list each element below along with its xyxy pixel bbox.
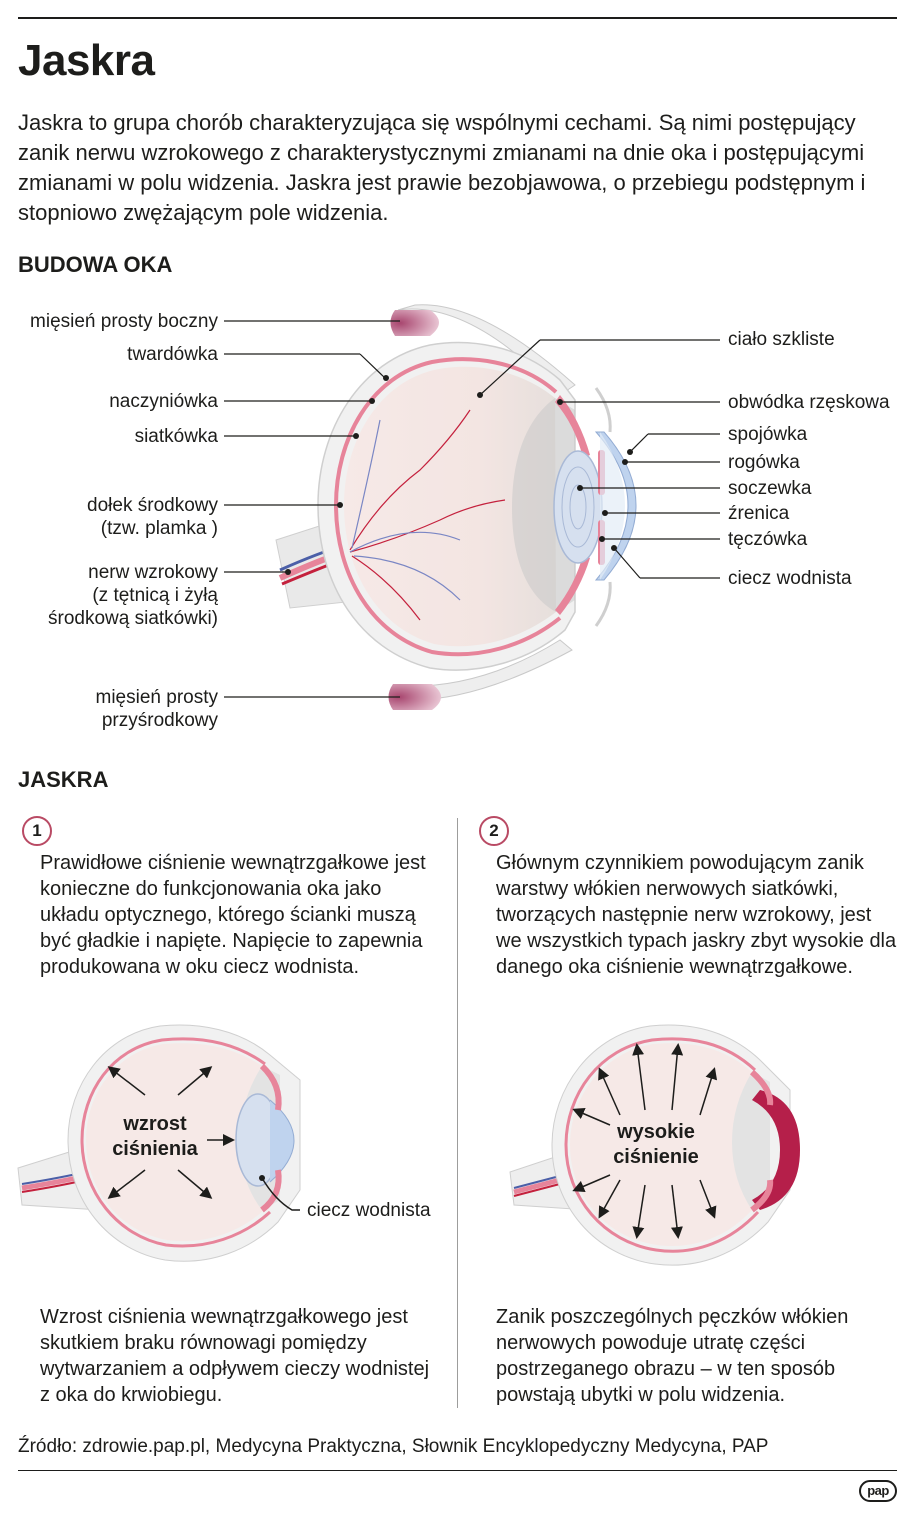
source-line: Źródło: zdrowie.pap.pl, Medycyna Praktyc… xyxy=(18,1436,769,1457)
ciliary-zone xyxy=(512,398,575,612)
glaucoma-eyes-diagram xyxy=(17,1024,800,1266)
label-sclera: twardówka xyxy=(127,344,218,365)
panel-1-text: Prawidłowe ciśnienie wewnątrzgałkowe jes… xyxy=(40,852,426,978)
label-iris: tęczówka xyxy=(728,529,808,550)
label-conjunctiva: spojówka xyxy=(728,424,808,445)
panel-1-number: 1 xyxy=(22,816,52,846)
label-pupil: źrenica xyxy=(728,503,790,524)
eye-label-pressure-2: ciśnienie xyxy=(613,1146,699,1168)
label-lens: soczewka xyxy=(728,478,812,499)
label-aqueous-callout: ciecz wodnista xyxy=(307,1200,431,1221)
medial-rectus-muscle xyxy=(388,639,573,710)
panel-2-caption: Zanik poszczególnych pęczków włókien ner… xyxy=(496,1306,849,1406)
label-medial-rectus-2: przyśrodkowy xyxy=(101,710,218,731)
label-lateral-rectus: mięsień prosty boczny xyxy=(30,311,218,332)
panel-1-caption: Wzrost ciśnienia wewnątrzgałkowego jest … xyxy=(40,1306,430,1406)
pressure-arrows-2 xyxy=(572,1043,718,1239)
eye-label-high: wysokie xyxy=(617,1121,695,1143)
ciliary-body xyxy=(555,395,590,458)
eye-anatomy-diagram xyxy=(224,304,720,710)
panel-2-text: Głównym czynnikiem powodującym zanik war… xyxy=(496,852,897,978)
top-rule xyxy=(18,17,897,19)
vitreous-body xyxy=(344,366,556,647)
label-fovea-note: (tzw. plamka ) xyxy=(100,518,218,539)
label-retina: siatkówka xyxy=(134,426,218,447)
left-leader-lines xyxy=(224,320,400,698)
label-medial-rectus: mięsień prosty xyxy=(95,687,219,708)
eye-label-pressure: ciśnienia xyxy=(112,1138,198,1160)
cornea-graphic xyxy=(594,431,637,581)
bottom-rule xyxy=(18,1470,897,1471)
pressure-arrows-1 xyxy=(107,1066,300,1211)
right-leader-dots xyxy=(477,392,633,551)
panel-2-number: 2 xyxy=(479,816,509,846)
label-cornea: rogówka xyxy=(728,452,800,473)
panel-1-eye-label: wzrost ciśnienia xyxy=(100,1112,210,1162)
retinal-vessels xyxy=(349,409,506,621)
conjunctiva-graphic xyxy=(594,387,612,433)
normal-pressure-eye xyxy=(17,1024,301,1262)
glaucoma-heading: JASKRA xyxy=(18,767,109,792)
label-optic-nerve-note-1: (z tętnicą i żyłą xyxy=(92,585,218,606)
label-aqueous: ciecz wodnista xyxy=(728,568,852,589)
label-optic-nerve-note-2: środkową siatkówki) xyxy=(48,608,218,629)
pap-logo: pap xyxy=(859,1480,897,1502)
label-optic-nerve: nerw wzrokowy xyxy=(88,562,218,583)
label-choroid: naczyniówka xyxy=(109,391,218,412)
intro-text: Jaskra to grupa chorób charakteryzująca … xyxy=(18,110,866,225)
label-fovea: dołek środkowy xyxy=(87,495,218,516)
left-leader-dots xyxy=(285,375,389,575)
page-title: Jaskra xyxy=(18,36,155,85)
label-ciliary-body: obwódka rzęskowa xyxy=(728,392,890,413)
anatomy-heading: BUDOWA OKA xyxy=(18,252,173,277)
label-vitreous: ciało szkliste xyxy=(728,329,835,350)
panel-2-eye-label: wysokie ciśnienie xyxy=(601,1120,711,1170)
right-leader-lines xyxy=(479,339,720,579)
eye-label-increase: wzrost xyxy=(123,1113,187,1135)
panel-divider xyxy=(457,818,458,1408)
